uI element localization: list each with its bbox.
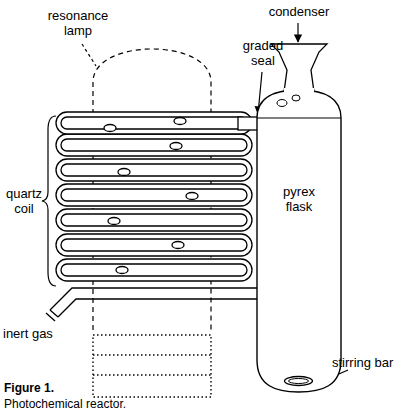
part-label: graded seal <box>237 38 289 68</box>
part-label: quartz coil <box>2 186 46 216</box>
flask-node: pyrex flask <box>256 88 342 394</box>
figure-caption: Photochemical reactor. <box>4 397 204 412</box>
part-label: resonance lamp <box>40 8 116 38</box>
flask-outline <box>256 88 342 394</box>
condenser-arrow <box>297 23 298 42</box>
gas-inlet-tube <box>46 288 258 321</box>
part-label: inert gas <box>3 326 83 341</box>
lamp-leader <box>82 44 96 66</box>
flask-label: pyrex flask <box>273 88 325 214</box>
coil-brace <box>42 116 56 286</box>
part-label: stirring bar <box>332 355 404 370</box>
part-label: condenser <box>268 4 330 19</box>
figure-number: Figure 1. <box>4 381 124 396</box>
quartz-coil <box>56 112 252 281</box>
lamp-base <box>93 335 211 397</box>
